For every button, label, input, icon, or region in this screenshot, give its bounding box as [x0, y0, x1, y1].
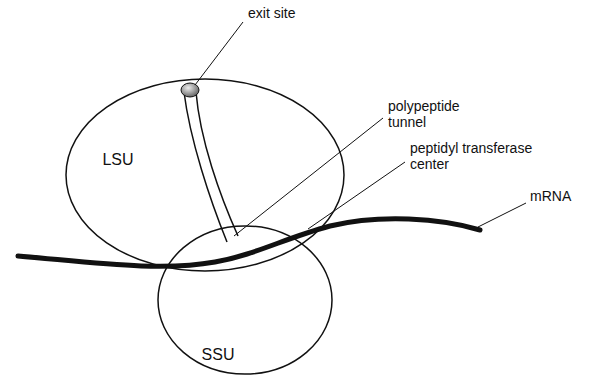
part-label: polypeptide tunnel	[388, 98, 472, 130]
leader-line	[234, 118, 383, 236]
subunit-label: LSU	[102, 151, 133, 169]
tunnel-wall	[196, 92, 238, 236]
part-label: mRNA	[530, 188, 590, 204]
part-label: peptidyl transferase center	[410, 140, 560, 172]
subunit-outline	[157, 225, 333, 375]
tunnel-wall	[184, 92, 227, 242]
exit-site-marker	[181, 83, 199, 97]
part-label: exit site	[248, 5, 368, 21]
leader-line	[308, 162, 405, 229]
subunit-label: SSU	[202, 346, 235, 364]
subunit-outline	[65, 78, 345, 272]
leader-line	[195, 22, 243, 85]
ribosome-subunit: SSU	[157, 225, 333, 375]
ribosome-subunit: LSU	[65, 78, 345, 272]
leader-line	[478, 203, 526, 227]
